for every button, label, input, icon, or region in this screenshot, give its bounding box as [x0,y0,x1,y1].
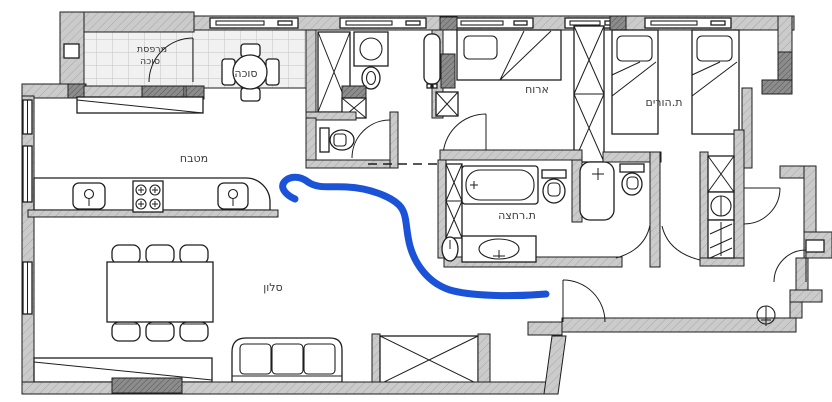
wall [305,111,357,121]
room-label-bathroom: ת.רחצה [498,209,536,222]
utility-area [305,29,399,169]
upper-cabinet [76,96,204,114]
window [644,17,732,29]
storage-box-x [371,333,491,385]
small-sink-icon [441,236,459,262]
washing-machine-icon [707,191,735,221]
wall [699,151,709,263]
room-label-sukkah: סוכה [234,67,257,80]
left-wall [21,83,87,389]
wall [21,95,35,389]
living-area [33,244,491,385]
sink-icon [217,182,249,210]
entry-area [21,165,832,395]
sofa [231,337,343,383]
wall [527,321,563,336]
wall [741,87,753,169]
wall [21,381,557,395]
wall [67,83,87,99]
niche [805,239,825,253]
bed [456,29,562,81]
window [63,43,80,59]
wall [789,289,823,303]
toilet-icon [541,169,567,204]
toilet-icon [619,163,645,196]
utility-column [699,129,745,267]
wall [561,317,797,333]
wall [341,85,367,99]
room-label-living: סלון [263,281,282,294]
wall [439,16,458,31]
hand-drawn-arrow-annotation [279,173,550,300]
window [339,17,427,29]
wall [699,257,745,267]
wall [439,149,583,161]
bathtub-icon [461,165,539,205]
washing-machine-icon [353,31,389,67]
wall [305,29,317,119]
window [22,145,33,203]
toilet-icon [319,127,355,153]
stove-icon [132,180,164,213]
wall [649,151,661,268]
bed [611,29,659,135]
wall [761,79,793,95]
window [22,99,33,135]
room-label-kitchen: מטבח [180,152,208,165]
vanity-sink-icon [461,235,537,263]
room-label-balcony-line1: מרפסת [137,44,167,55]
kitchen-area [27,85,279,218]
window [209,17,299,29]
arrow-head [279,173,312,203]
shower-icon [579,161,615,221]
closet-x [573,25,605,163]
balcony-area [59,11,313,102]
sukkah-table [221,43,280,102]
wall [609,15,627,31]
wall [602,151,662,163]
door-arc [773,249,807,283]
door-arc [351,119,391,159]
parents-room-area [573,15,793,169]
wall [111,377,183,394]
guest-room-area [423,29,562,158]
water-heater-icon [707,219,735,259]
door-arc [148,37,194,83]
door-arc [743,187,781,225]
laundry-sink-icon [361,66,381,90]
closet-x [435,91,459,117]
wall [389,111,399,169]
entry-door-arc [562,279,606,323]
room-label-parents: ת.הורים [646,96,683,109]
wall [733,129,745,265]
bathroom-area [437,149,701,268]
door-arc [615,224,701,261]
wall [789,301,803,319]
top-wall [193,15,795,31]
ceiling-light-icon [756,305,776,326]
bed [691,29,740,135]
wall [803,165,817,233]
wall [777,51,793,81]
window [454,17,534,29]
door-leaf [423,33,441,89]
wall [440,53,456,89]
wall [543,335,567,395]
sink-icon [72,182,106,210]
room-label-balcony-line2: סוכה [140,56,160,67]
closet-x [707,155,735,193]
dining-table [106,244,214,342]
window [22,261,33,315]
room-label-guest: ארוח [525,83,549,96]
closet-x [445,163,463,239]
